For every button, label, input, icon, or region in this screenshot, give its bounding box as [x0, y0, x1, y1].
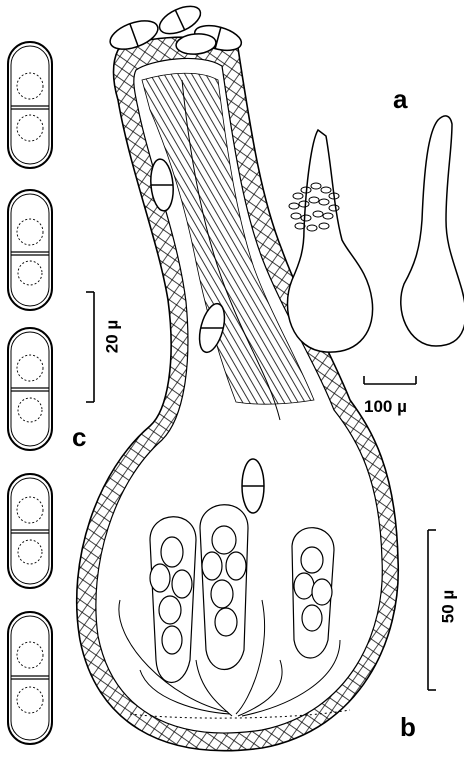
habit-outline: [401, 116, 464, 346]
ascus: [200, 505, 248, 670]
scale-bar-spores: [86, 292, 94, 402]
spore: [8, 612, 52, 744]
scale-label-spores: 20 µ: [104, 311, 121, 363]
spore: [8, 190, 52, 310]
ascus: [150, 517, 196, 683]
scale-label-section: 50 µ: [440, 581, 457, 633]
perithecium-section: [77, 1, 399, 751]
ascus: [292, 528, 334, 658]
spore: [8, 328, 52, 450]
perithecium-habit: [287, 116, 464, 352]
scale-bar-habit: [364, 376, 416, 384]
panel-label-a: a: [393, 86, 407, 112]
panel-label-c: c: [72, 424, 86, 450]
scale-bar-section: [428, 530, 436, 690]
panel-label-b: b: [400, 714, 416, 740]
scale-label-habit: 100 µ: [364, 398, 407, 415]
spores-group: [8, 42, 52, 744]
habit-outline: [287, 130, 372, 352]
spore: [242, 459, 264, 513]
spore: [8, 42, 52, 168]
spore: [8, 474, 52, 588]
